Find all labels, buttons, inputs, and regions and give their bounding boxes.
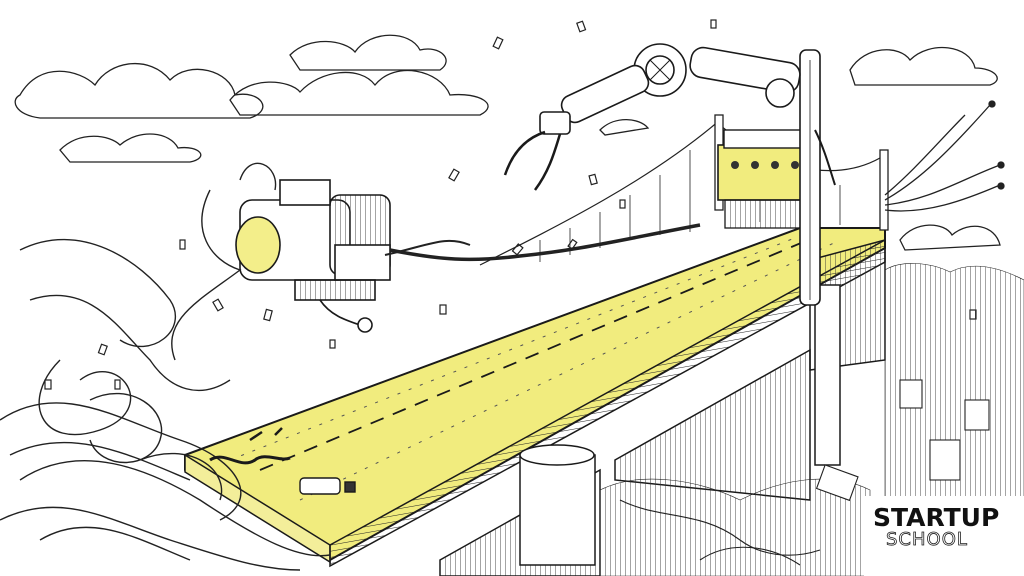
logo-background bbox=[864, 496, 1024, 576]
deck-debris bbox=[209, 427, 356, 495]
startup-school-logo-line2: SCHOOL bbox=[886, 529, 968, 550]
junk-pile-right bbox=[599, 263, 1024, 576]
bridge bbox=[184, 227, 886, 576]
bridge-cable bbox=[384, 223, 701, 262]
clouds bbox=[14, 34, 1001, 251]
floating-lamp bbox=[235, 179, 391, 333]
flying-debris bbox=[44, 19, 977, 390]
robot-arm bbox=[503, 43, 836, 306]
tangled-wires-left bbox=[0, 162, 331, 571]
dangling-wires bbox=[884, 100, 1005, 212]
startup-school-logo-line1: STARTUP bbox=[873, 503, 1000, 532]
